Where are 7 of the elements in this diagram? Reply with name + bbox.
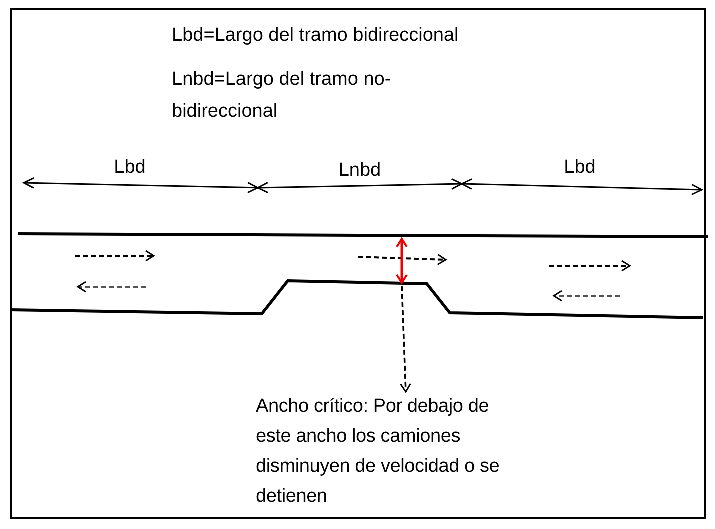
definition-note: Lbd=Largo del tramo bidireccional [172, 25, 459, 46]
definition-note: Lnbd=Largo del tramo no-bidireccional [172, 69, 392, 122]
segment-length-label: Lbd [114, 157, 146, 178]
segment-length-label: Lnbd [338, 160, 382, 181]
annotation-text: Ancho crítico: Por debajo de este ancho los camiones disminuyen de velocidad o se detienen [256, 395, 501, 509]
segment-length-label: Lbd [564, 157, 596, 178]
leader-line [400, 286, 412, 393]
